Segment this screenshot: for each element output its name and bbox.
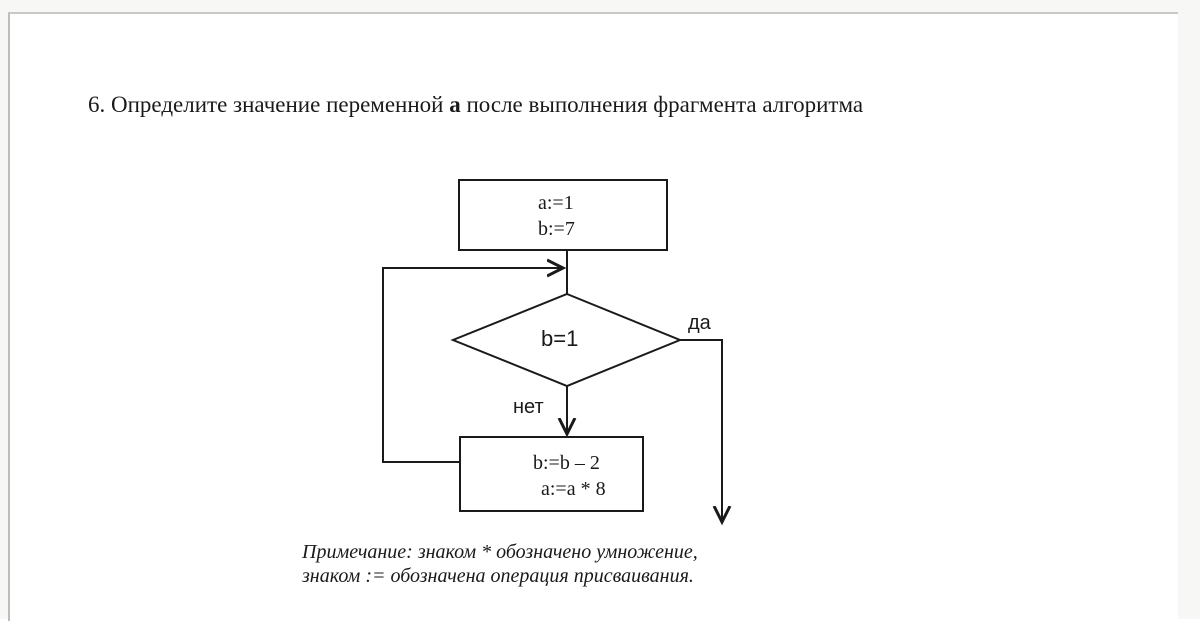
question-text-before: Определите значение переменной [111,92,444,117]
loop-line-2: a:=a * 8 [541,478,606,500]
no-label: нет [513,396,544,418]
question-number: 6. [88,92,106,117]
condition-text: b=1 [541,326,579,351]
loop-block-text: b:=b – 2 a:=a * 8 [533,450,606,502]
init-block-text: a:=1 b:=7 [538,190,575,242]
question-variable: а [449,92,461,117]
yes-branch-line [680,339,722,522]
footnote: Примечание: знаком * обозначено умножени… [302,540,698,588]
init-line-1: a:=1 [538,192,574,214]
footnote-line-1: Примечание: знаком * обозначено умножени… [302,541,698,563]
init-block [458,179,668,251]
question-text-after: после выполнения фрагмента алгоритма [466,92,864,117]
question-text: 6. Определите значение переменной а посл… [88,92,863,118]
yes-label: да [688,312,711,334]
footnote-line-2: знаком := обозначена операция присваиван… [302,565,694,587]
init-line-2: b:=7 [538,218,575,240]
loop-line-1: b:=b – 2 [533,452,600,474]
paper-sheet [8,12,1178,621]
loop-back-line [382,268,563,463]
loop-block [459,436,644,512]
